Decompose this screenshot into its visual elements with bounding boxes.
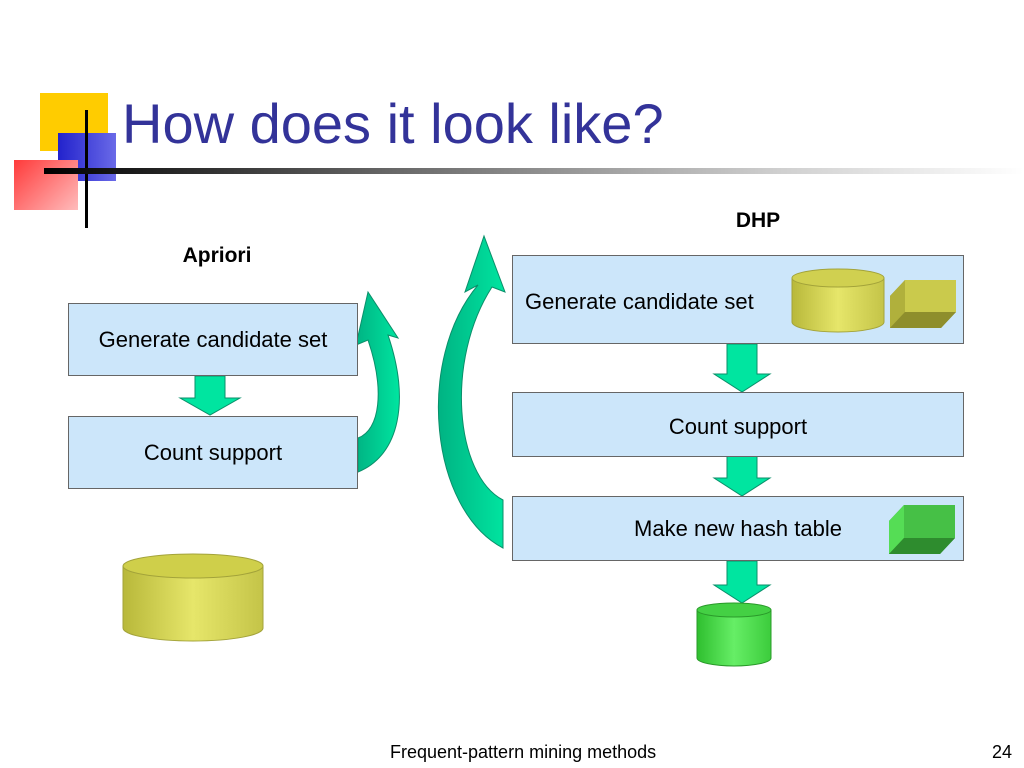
apriori-generate-candidate-box: Generate candidate set [68, 303, 358, 376]
dhp-hash-cube-green [889, 505, 955, 554]
dhp-hash-cube-yellow [890, 280, 956, 328]
apriori-count-support-box: Count support [68, 416, 358, 489]
apriori-count-support-label: Count support [143, 439, 283, 465]
dhp-down-arrow-1 [712, 343, 772, 393]
slide-page-number: 24 [992, 742, 1013, 762]
dhp-down-arrow-2 [712, 455, 772, 497]
logo-decoration [0, 0, 140, 240]
title-rule [44, 168, 1024, 174]
dhp-heading: DHP [735, 209, 781, 232]
dhp-database-cylinder [696, 602, 772, 667]
slide-title: How does it look like? [122, 92, 664, 155]
apriori-down-arrow [178, 375, 242, 416]
slide-footer: Frequent-pattern mining methods [390, 742, 657, 762]
apriori-database-cylinder [122, 553, 264, 642]
dhp-hash-table-label: Make new hash table [634, 515, 842, 541]
apriori-loop-arrow [355, 290, 400, 473]
dhp-generate-candidate-box: Generate candidate set [512, 255, 964, 344]
apriori-heading: Apriori [182, 244, 252, 267]
dhp-hash-table-box: Make new hash table [512, 496, 964, 561]
dhp-down-arrow-3 [712, 560, 772, 604]
apriori-generate-candidate-label: Generate candidate set [98, 326, 328, 352]
dhp-generate-candidate-label: Generate candidate set [525, 289, 754, 314]
dhp-count-support-box: Count support [512, 392, 964, 457]
dhp-candidate-cylinder [791, 268, 885, 333]
dhp-loop-arrow [437, 234, 506, 549]
dhp-count-support-label: Count support [668, 414, 808, 439]
